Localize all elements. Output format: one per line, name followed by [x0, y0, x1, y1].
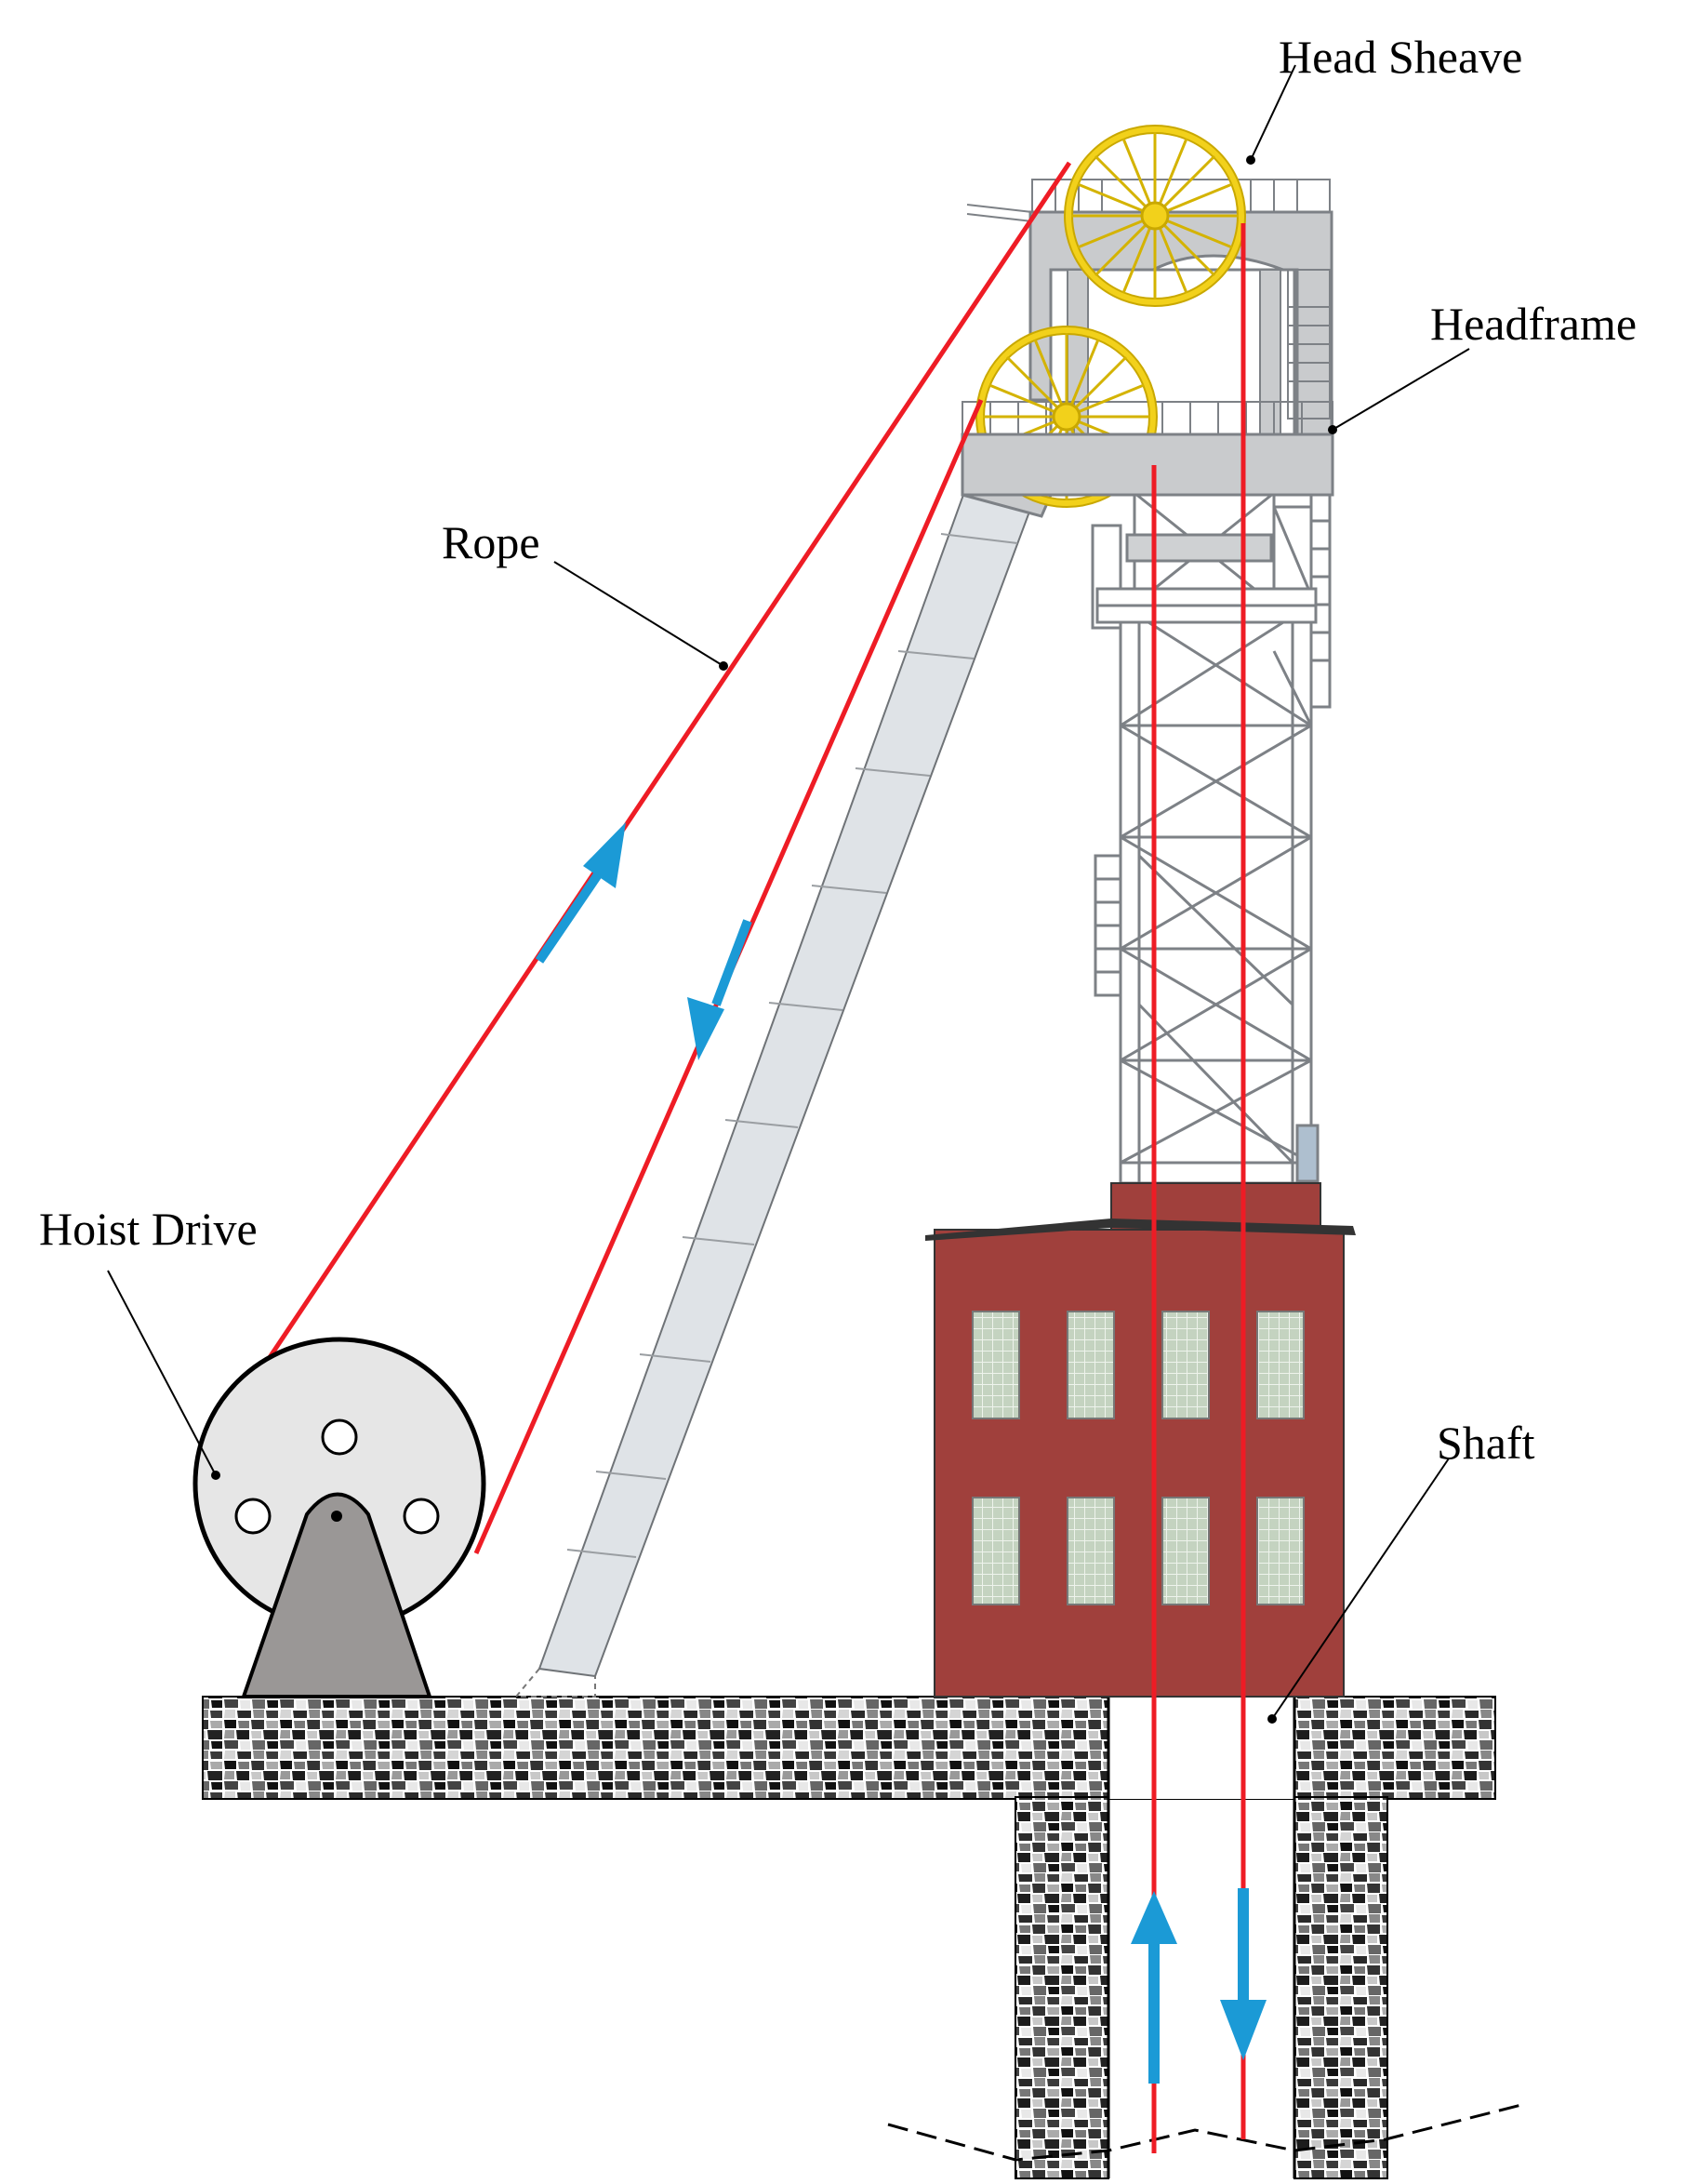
ground-surface	[202, 1696, 1496, 1800]
hoist-ropes	[228, 161, 1246, 2153]
label-headframe: Headframe	[1430, 298, 1637, 350]
label-shaft: Shaft	[1437, 1417, 1535, 1469]
down-arrow-icon	[687, 919, 752, 1060]
label-rope: Rope	[442, 516, 540, 568]
ground-break-line	[887, 2102, 1526, 2162]
leader-line	[107, 64, 1470, 1720]
hoist-drive	[192, 1337, 486, 1698]
label-head-sheave: Head Sheave	[1279, 31, 1522, 83]
label-hoist-drive: Hoist Drive	[39, 1203, 258, 1255]
down-arrow-icon	[1220, 1888, 1267, 2060]
up-arrow-icon	[535, 822, 626, 964]
headframe-tower	[1091, 435, 1332, 1185]
up-arrow-icon	[1131, 1891, 1177, 2084]
winding-house	[925, 1182, 1356, 1698]
shaft-walls	[1015, 1697, 1388, 2179]
upper-head-sheave	[1064, 125, 1246, 307]
